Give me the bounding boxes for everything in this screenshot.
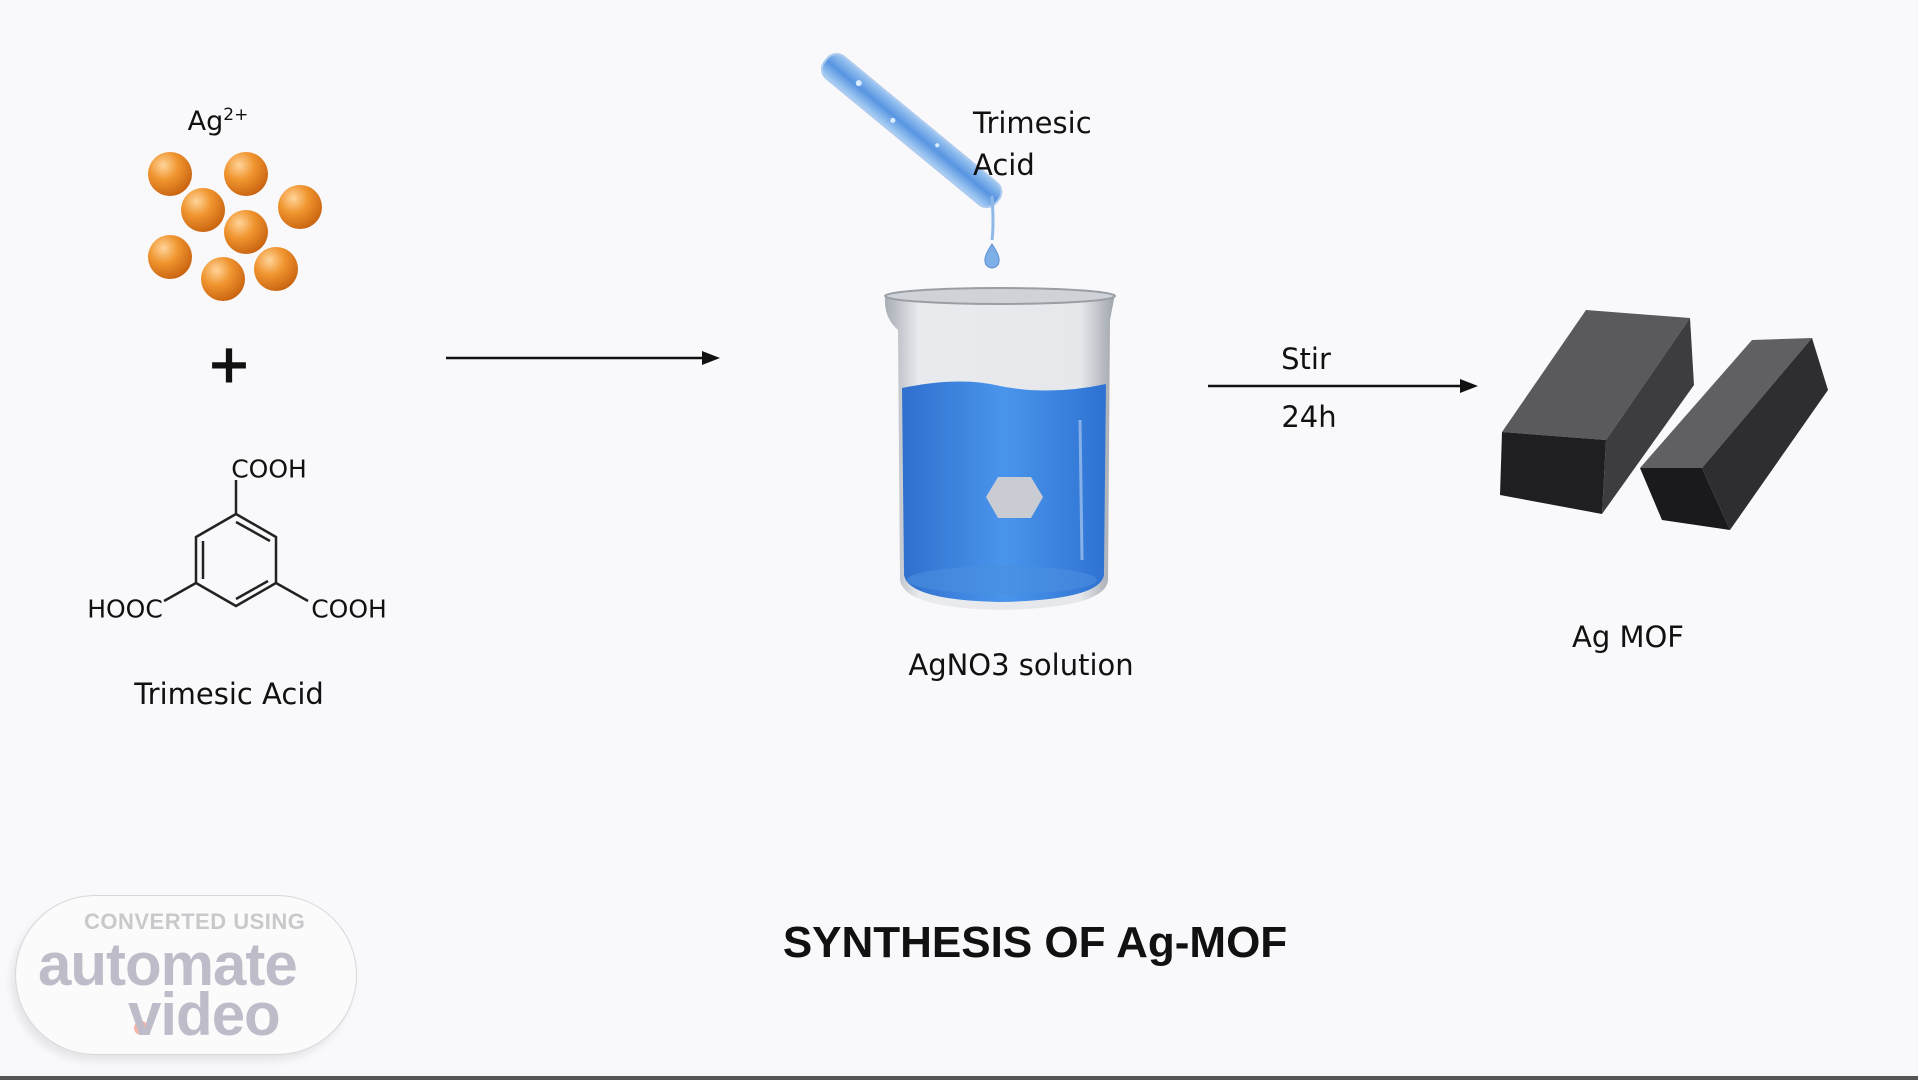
silver-ion-label: Ag2+ [188,105,249,137]
watermark-badge: CONVERTED USING automate video [15,895,357,1055]
beaker-icon [884,287,1116,610]
ag-mof-crystals [1500,310,1828,530]
reaction-arrow-1 [446,351,720,365]
condition-time: 24h [1281,400,1337,434]
ion-charge: 2+ [223,105,249,125]
condition-stir: Stir [1281,342,1331,376]
top-group-label: COOH [231,454,307,484]
right-group-label: COOH [311,594,387,624]
reaction-arrow-2 [1208,379,1478,393]
ion-symbol: Ag [187,106,224,137]
plus-sign: + [206,332,252,396]
left-group-label: HOOC [87,594,163,624]
product-label: Ag MOF [1572,620,1684,654]
watermark-line2: automate [38,931,298,998]
watermark-line1: CONVERTED USING [84,909,306,934]
molecule-name: Trimesic Acid [134,677,324,711]
beaker-label: AgNO3 solution [908,648,1134,682]
pipette-label-line2: Acid [973,148,1035,182]
watermark-line3: video [128,981,281,1048]
trimesic-acid-structure [163,480,309,608]
pipette-label-line1: Trimesic [973,106,1092,140]
bottom-border [0,1076,1918,1080]
watermark-dot [134,1021,148,1035]
pipette-icon [820,53,1003,269]
pipette-label: Trimesic Acid [973,102,1092,186]
silver-ions-cluster [148,152,322,301]
page-title: SYNTHESIS OF Ag-MOF [782,918,1288,967]
